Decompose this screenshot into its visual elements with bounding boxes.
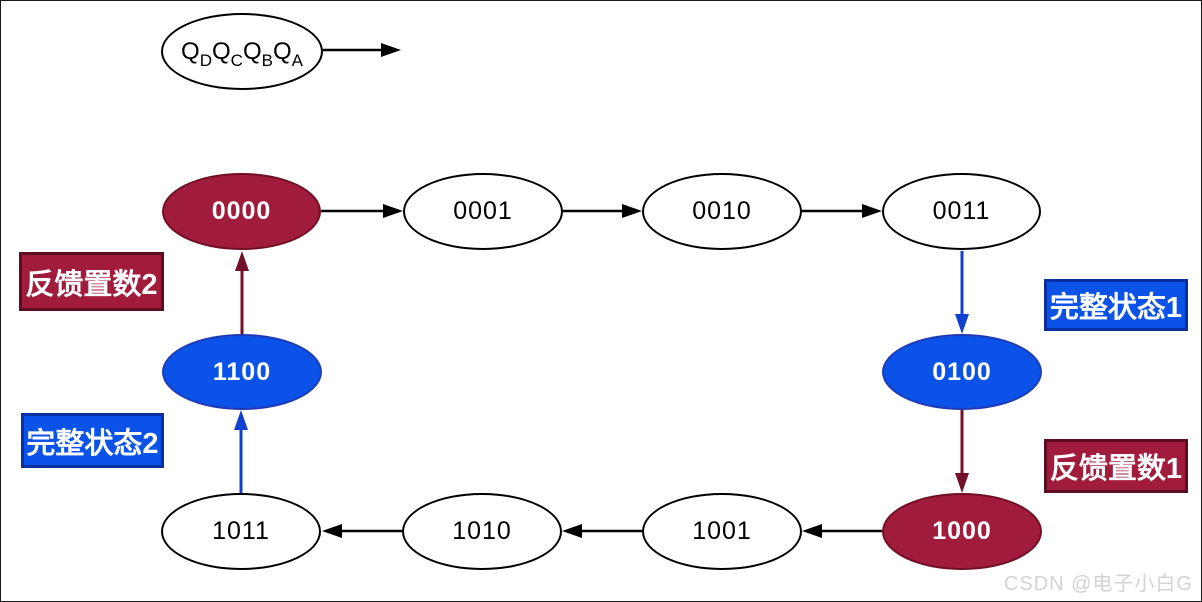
state-node-0010: 0010 <box>642 173 802 250</box>
state-node-1100: 1100 <box>162 334 322 410</box>
badge-feedback-preset-2: 反馈置数2 <box>19 252 164 311</box>
legend-text: QDQCQBQA <box>181 37 303 70</box>
arrow-0010-to-0011 <box>801 204 882 218</box>
legend-node-output-bits: QDQCQBQA <box>161 13 323 90</box>
state-node-0011: 0011 <box>882 173 1041 250</box>
arrow-1011-to-1100 <box>234 410 248 493</box>
csdn-watermark: CSDN @电子小白G <box>1003 573 1193 595</box>
state-node-0100: 0100 <box>882 334 1042 410</box>
state-node-1001: 1001 <box>642 493 802 570</box>
arrow-0100-to-1000 <box>955 410 969 493</box>
badge-complete-state-1: 完整状态1 <box>1044 279 1188 331</box>
arrow-0001-to-0010 <box>563 204 642 218</box>
badge-feedback-preset-1: 反馈置数1 <box>1044 439 1188 493</box>
arrow-1010-to-1011 <box>322 524 402 538</box>
state-node-1000: 1000 <box>882 493 1042 570</box>
state-node-0000: 0000 <box>162 173 321 250</box>
arrow-0011-to-0100 <box>955 251 969 334</box>
arrow-1000-to-1001 <box>802 524 882 538</box>
arrow-1001-to-1010 <box>562 524 642 538</box>
state-node-0001: 0001 <box>403 173 563 250</box>
state-node-1011: 1011 <box>161 493 321 570</box>
arrow-0000-to-0001 <box>321 204 403 218</box>
legend-arrow <box>323 43 401 57</box>
state-node-1010: 1010 <box>402 493 562 570</box>
badge-complete-state-2: 完整状态2 <box>21 413 164 468</box>
arrow-1100-to-0000 <box>235 251 249 334</box>
